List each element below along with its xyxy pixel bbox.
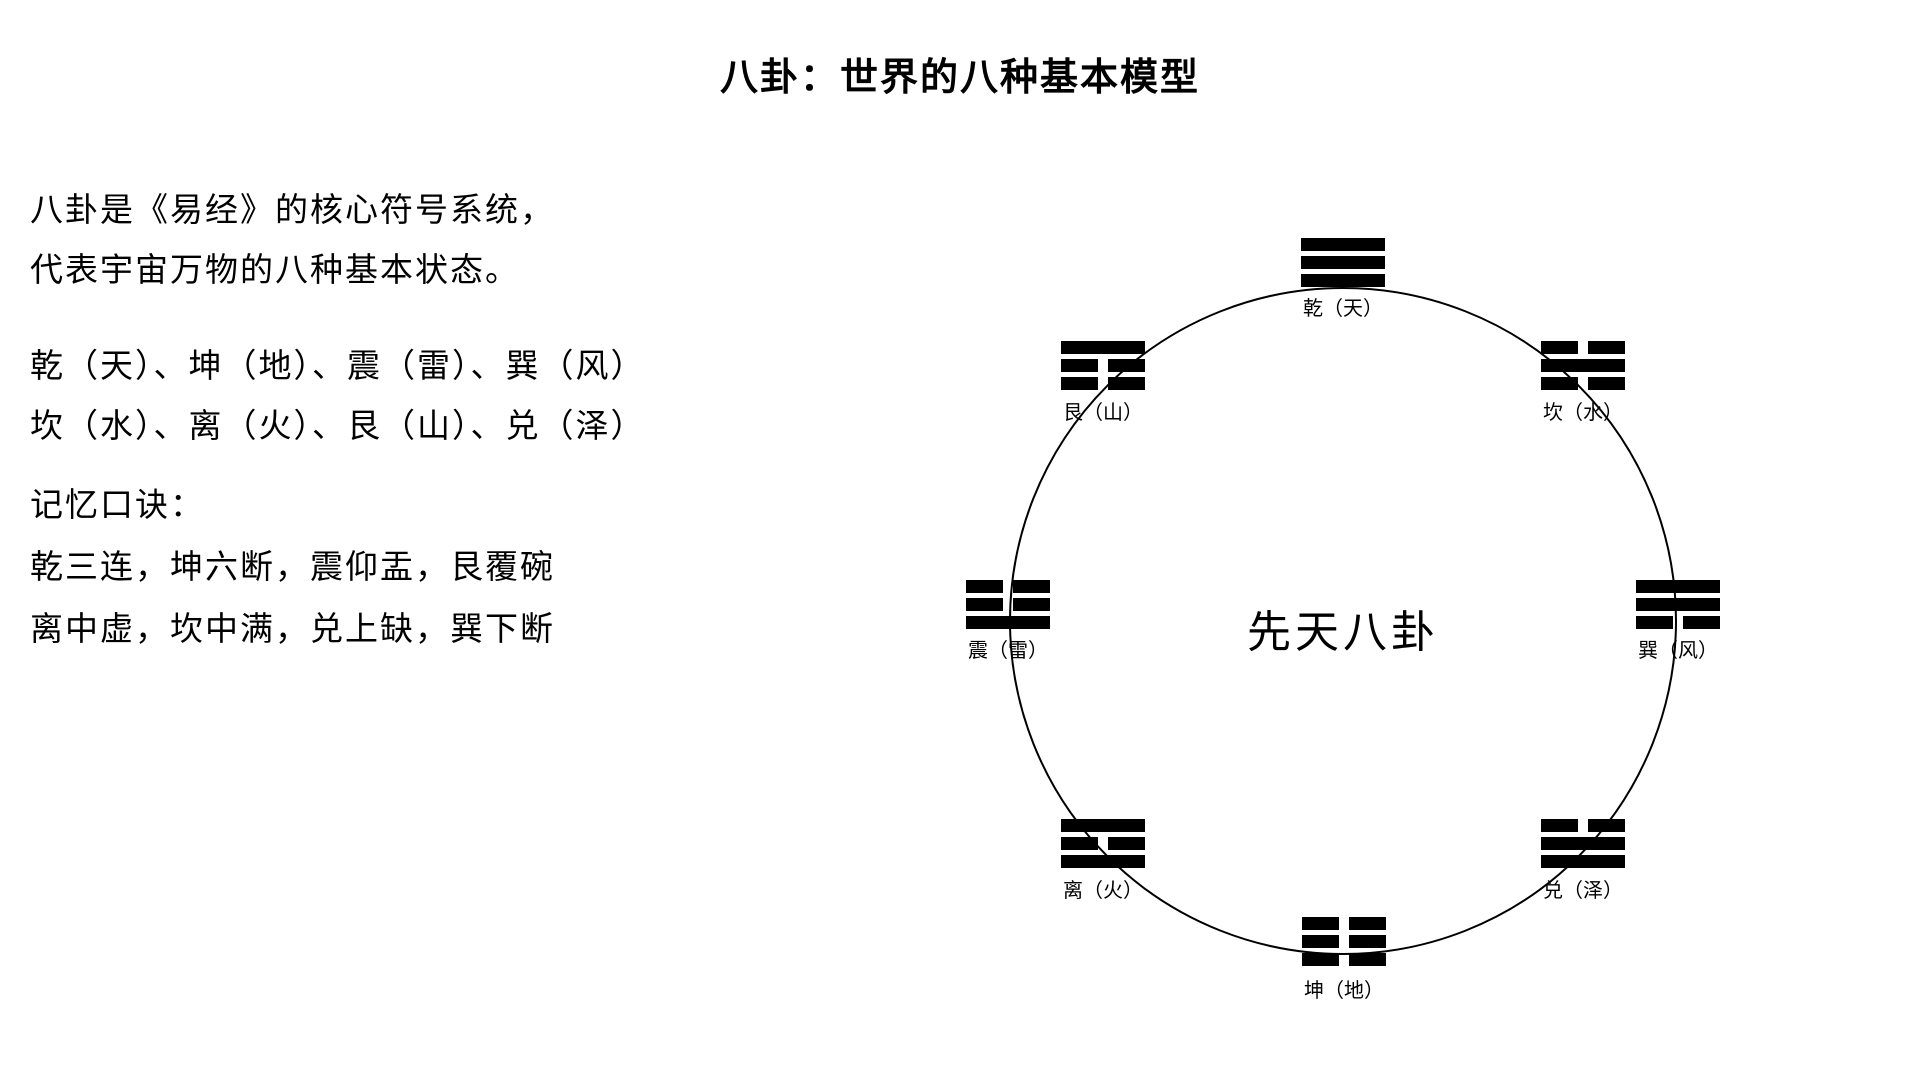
yin-line-segment <box>1302 935 1339 948</box>
trigram-label-gen: 艮（山） <box>1063 402 1143 424</box>
trigram-symbol-li <box>1061 819 1145 868</box>
yang-line <box>1636 598 1720 611</box>
yin-line-segment <box>1302 917 1339 930</box>
yang-line <box>1301 256 1385 269</box>
diagram-center-label: 先天八卦 <box>1247 608 1439 657</box>
yin-line <box>1302 917 1386 930</box>
yin-line-segment <box>1588 819 1625 832</box>
yang-line <box>1301 274 1385 287</box>
yin-line-segment <box>1013 580 1050 593</box>
yin-line-segment <box>1061 837 1098 850</box>
yin-line <box>1541 341 1625 354</box>
yang-line <box>1636 580 1720 593</box>
yin-line-segment <box>1588 377 1625 390</box>
mnemonic-line-1: 乾三连，坤六断，震仰盂，艮覆碗 <box>30 548 555 585</box>
yang-line <box>1541 855 1625 868</box>
yin-line-segment <box>1349 935 1386 948</box>
yin-line-segment <box>1061 359 1098 372</box>
yin-line-segment <box>1108 359 1145 372</box>
trigram-symbol-xun <box>1636 580 1720 629</box>
yin-line <box>1541 819 1625 832</box>
yin-line-segment <box>1588 341 1625 354</box>
yin-line <box>1061 359 1145 372</box>
yin-line-segment <box>1013 598 1050 611</box>
yin-line-segment <box>1349 917 1386 930</box>
trigram-list-line-1: 乾（天）、坤（地）、震（雷）、巽（风） <box>30 347 646 384</box>
yin-line <box>1061 377 1145 390</box>
trigram-label-qian: 乾（天） <box>1303 298 1383 320</box>
yin-line-segment <box>1541 377 1578 390</box>
yin-line <box>1302 953 1386 966</box>
yang-line <box>1061 819 1145 832</box>
yin-line <box>1302 935 1386 948</box>
yin-line <box>1541 377 1625 390</box>
trigram-label-li: 离（火） <box>1063 880 1143 902</box>
yin-line <box>1061 837 1145 850</box>
trigram-label-zhen: 震（雷） <box>968 640 1048 662</box>
yin-line-segment <box>1302 953 1339 966</box>
yin-line-segment <box>1061 377 1098 390</box>
trigram-label-dui: 兑（泽） <box>1543 880 1623 902</box>
mnemonic-line-2: 离中虚，坎中满，兑上缺，巽下断 <box>30 610 555 647</box>
yin-line-segment <box>1349 953 1386 966</box>
trigram-symbol-zhen <box>966 580 1050 629</box>
description-column: 八卦是《易经》的核心符号系统， 代表宇宙万物的八种基本状态。 乾（天）、坤（地）… <box>30 180 890 660</box>
yin-line-segment <box>1541 819 1578 832</box>
trigram-symbol-qian <box>1301 238 1385 287</box>
yang-line <box>1061 855 1145 868</box>
yin-line <box>966 580 1050 593</box>
trigram-symbol-kun <box>1302 917 1386 966</box>
page-title: 八卦：世界的八种基本模型 <box>719 57 1200 99</box>
yang-line <box>1541 359 1625 372</box>
yang-line <box>1061 341 1145 354</box>
mnemonic-heading: 记忆口诀： <box>30 486 205 523</box>
trigram-symbol-dui <box>1541 819 1625 868</box>
yin-line-segment <box>1108 837 1145 850</box>
yin-line-segment <box>966 580 1003 593</box>
yin-line-segment <box>1683 616 1720 629</box>
trigram-symbol-gen <box>1061 341 1145 390</box>
intro-line-2: 代表宇宙万物的八种基本状态。 <box>30 251 520 288</box>
trigram-list-paragraph: 乾（天）、坤（地）、震（雷）、巽（风） 坎（水）、离（火）、艮（山）、兑（泽） <box>30 336 890 456</box>
yin-line-segment <box>966 598 1003 611</box>
trigram-label-xun: 巽（风） <box>1638 640 1718 662</box>
mnemonic-paragraph: 记忆口诀： 乾三连，坤六断，震仰盂，艮覆碗 离中虚，坎中满，兑上缺，巽下断 <box>30 474 890 660</box>
trigram-list-line-2: 坎（水）、离（火）、艮（山）、兑（泽） <box>30 407 646 444</box>
yin-line <box>966 598 1050 611</box>
yang-line <box>1301 238 1385 251</box>
trigram-symbol-kan <box>1541 341 1625 390</box>
yin-line <box>1636 616 1720 629</box>
yang-line <box>1541 837 1625 850</box>
intro-paragraph: 八卦是《易经》的核心符号系统， 代表宇宙万物的八种基本状态。 <box>30 180 890 300</box>
trigram-label-kun: 坤（地） <box>1304 980 1384 1002</box>
yang-line <box>966 616 1050 629</box>
trigram-label-kan: 坎（水） <box>1543 402 1623 424</box>
yin-line-segment <box>1108 377 1145 390</box>
intro-line-1: 八卦是《易经》的核心符号系统， <box>30 191 555 228</box>
yin-line-segment <box>1541 341 1578 354</box>
yin-line-segment <box>1636 616 1673 629</box>
